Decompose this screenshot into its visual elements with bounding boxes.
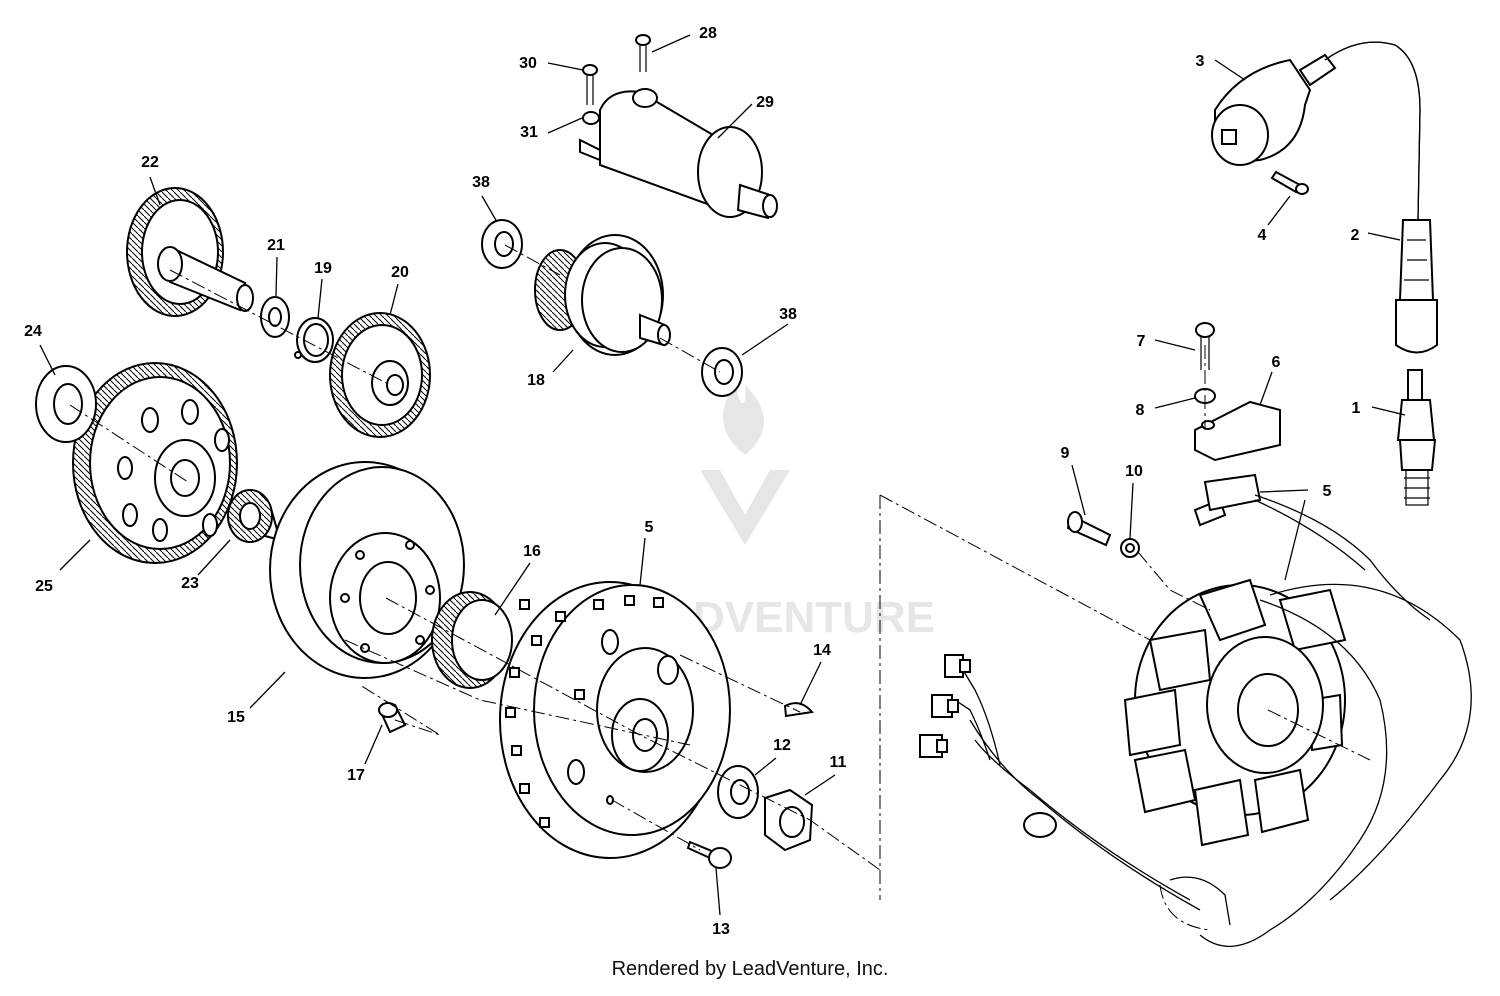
- part-38-washer-upper: [481, 219, 523, 269]
- connector-1: [944, 654, 971, 678]
- part-5-rotor: [499, 581, 731, 859]
- part-9-bolt: [1066, 511, 1112, 547]
- callout-21: 21: [267, 237, 285, 254]
- part-10-washer: [1120, 538, 1140, 558]
- callout-8: 8: [1136, 402, 1145, 419]
- connector-2: [931, 694, 959, 718]
- part-5-stator: [1123, 578, 1347, 847]
- part-6-bracket: [1194, 400, 1281, 462]
- part-5-pickup-sensor: [1193, 473, 1431, 621]
- callout-12: 12: [773, 737, 791, 754]
- part-24-washer: [35, 365, 97, 443]
- callout-13: 13: [712, 921, 730, 938]
- callout-5-stator: 5: [1323, 483, 1332, 500]
- part-38-washer-lower: [701, 347, 743, 397]
- part-14-key: [783, 702, 814, 718]
- part-12-washer: [717, 765, 759, 819]
- callout-15: 15: [227, 709, 245, 726]
- callout-1: 1: [1352, 400, 1361, 417]
- part-31-washer: [582, 111, 600, 125]
- callout-labels: 1 2 3 4 5 5 6 7 8 9 10 11 12 13 14 15 16…: [24, 25, 1360, 938]
- part-16-roller-bearing: [431, 591, 513, 689]
- part-20-gear: [329, 312, 431, 438]
- alignment-lines: [69, 244, 1371, 900]
- part-23-needle-bearing: [227, 489, 282, 543]
- callout-28: 28: [699, 25, 717, 42]
- part-18-starter-clutch: [534, 234, 671, 356]
- part-4-screw: [1270, 170, 1309, 195]
- callout-6: 6: [1272, 354, 1281, 371]
- part-11-nut: [764, 788, 814, 852]
- callout-23: 23: [181, 575, 199, 592]
- part-28-bolt: [635, 34, 651, 72]
- callout-25: 25: [35, 578, 53, 595]
- part-5-wiring-harness: [954, 583, 1472, 947]
- callout-38-upper: 38: [472, 174, 490, 191]
- callout-5-rotor: 5: [645, 519, 654, 536]
- callout-22: 22: [141, 154, 159, 171]
- callout-11: 11: [830, 754, 847, 771]
- part-13-bolt: [686, 840, 732, 869]
- grommet: [1023, 812, 1057, 838]
- part-7-bolt: [1195, 322, 1215, 370]
- part-15-housing: [269, 461, 465, 679]
- leader-lines: [39, 34, 1406, 916]
- callout-3: 3: [1196, 53, 1205, 70]
- callout-24: 24: [24, 323, 42, 340]
- callout-19: 19: [314, 260, 332, 277]
- callout-17: 17: [347, 767, 365, 784]
- callout-31: 31: [520, 124, 538, 141]
- callout-29: 29: [756, 94, 774, 111]
- callout-20: 20: [391, 264, 409, 281]
- callout-38-lower: 38: [779, 306, 797, 323]
- part-22-gear-shaft: [126, 187, 254, 317]
- connector-3: [919, 734, 948, 758]
- part-19-circlip: [294, 317, 334, 363]
- part-30-bolt: [582, 64, 598, 105]
- part-25-large-gear: [72, 362, 238, 564]
- callout-2: 2: [1351, 227, 1360, 244]
- part-21-washer: [260, 296, 290, 338]
- part-1-spark-plug: [1396, 369, 1437, 506]
- part-17-dowel: [378, 702, 407, 734]
- callout-4: 4: [1258, 227, 1267, 244]
- footer-credit: Rendered by LeadVenture, Inc.: [611, 958, 889, 980]
- callout-10: 10: [1125, 463, 1143, 480]
- callout-30: 30: [519, 55, 537, 72]
- part-2-spark-plug-cap: [1395, 219, 1438, 354]
- callout-14: 14: [813, 642, 831, 659]
- part-29-starter-motor: [579, 88, 778, 220]
- callout-16: 16: [523, 543, 541, 560]
- callout-7: 7: [1137, 333, 1146, 350]
- callout-18: 18: [527, 372, 545, 389]
- part-3-ignition-coil: [1211, 41, 1421, 221]
- callout-9: 9: [1061, 445, 1070, 462]
